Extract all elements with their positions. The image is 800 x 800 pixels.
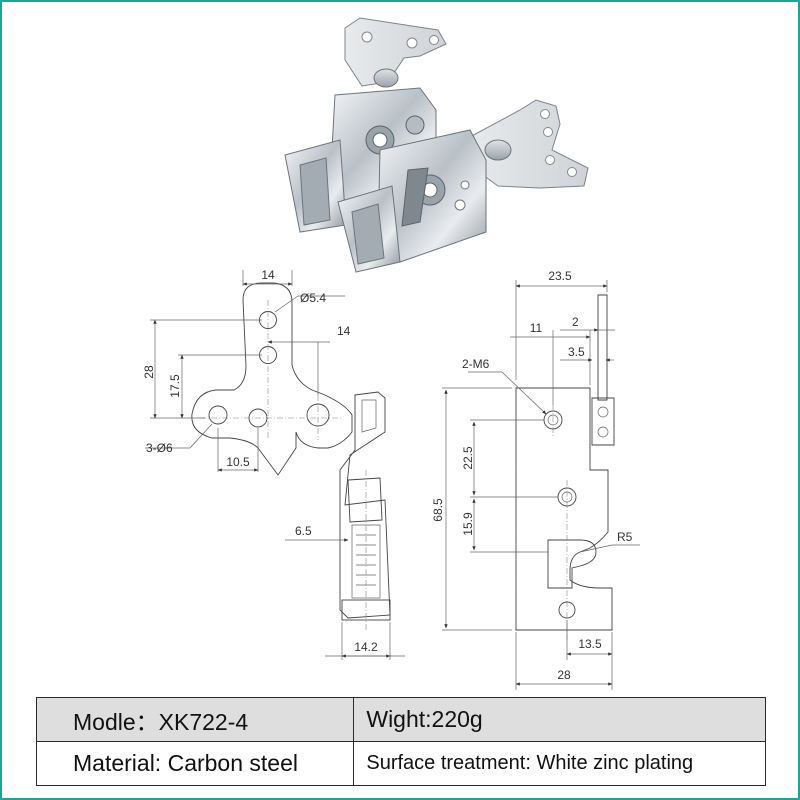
technical-drawing: 14 Ø5.4 14 28 17.5 3-Ø6 10.5 6.5: [142, 17, 640, 690]
dim-right-radius: R5: [617, 530, 633, 544]
spec-model-label: Modle：: [73, 708, 159, 735]
right-view-drawing: 23.5 11 2 3.5 2-M6 68.5 22.5 15.9: [431, 269, 640, 690]
spec-model-cell: Modle：XK722-4: [35, 697, 355, 742]
spec-weight: Wight:220g: [353, 697, 766, 742]
dim-left-bottom: 10.5: [226, 455, 250, 469]
spec-model-value: XK722-4: [158, 708, 249, 735]
dim-left-hole: Ø5.4: [300, 291, 326, 305]
dim-left-mid: 14: [337, 324, 351, 338]
dim-left-inner: 17.5: [168, 374, 182, 398]
dim-left-height: 28: [142, 365, 156, 379]
dim-right-bottom-inner: 13.5: [578, 637, 602, 651]
spec-material: Material: Carbon steel: [35, 741, 355, 786]
dim-right-a: 11: [530, 321, 543, 335]
dim-right-b: 2: [572, 315, 579, 329]
dim-right-bottom-total: 28: [557, 668, 571, 682]
dim-right-top: 23.5: [548, 269, 572, 283]
dim-left-holes: 3-Ø6: [146, 441, 173, 455]
dim-left-base: 14.2: [354, 640, 378, 654]
latch-photo: [284, 17, 589, 273]
dim-right-total: 68.5: [431, 498, 445, 522]
spec-surface: Surface treatment: White zinc plating: [353, 741, 766, 786]
dim-right-thread: 2-M6: [462, 357, 490, 371]
dim-left-top: 14: [261, 268, 275, 282]
dim-left-small: 6.5: [295, 524, 312, 538]
dim-right-c: 3.5: [568, 345, 585, 359]
spec-row-material: Material: Carbon steel Surface treatment…: [35, 741, 766, 786]
spec-row-model: Modle：XK722-4 Wight:220g: [35, 697, 766, 742]
dim-right-lower: 15.9: [461, 512, 475, 536]
spec-table: Modle：XK722-4 Wight:220g Material: Carbo…: [35, 697, 766, 786]
dim-right-upper: 22.5: [461, 446, 475, 470]
left-view-drawing: 14 Ø5.4 14 28 17.5 3-Ø6 10.5 6.5: [142, 268, 405, 660]
